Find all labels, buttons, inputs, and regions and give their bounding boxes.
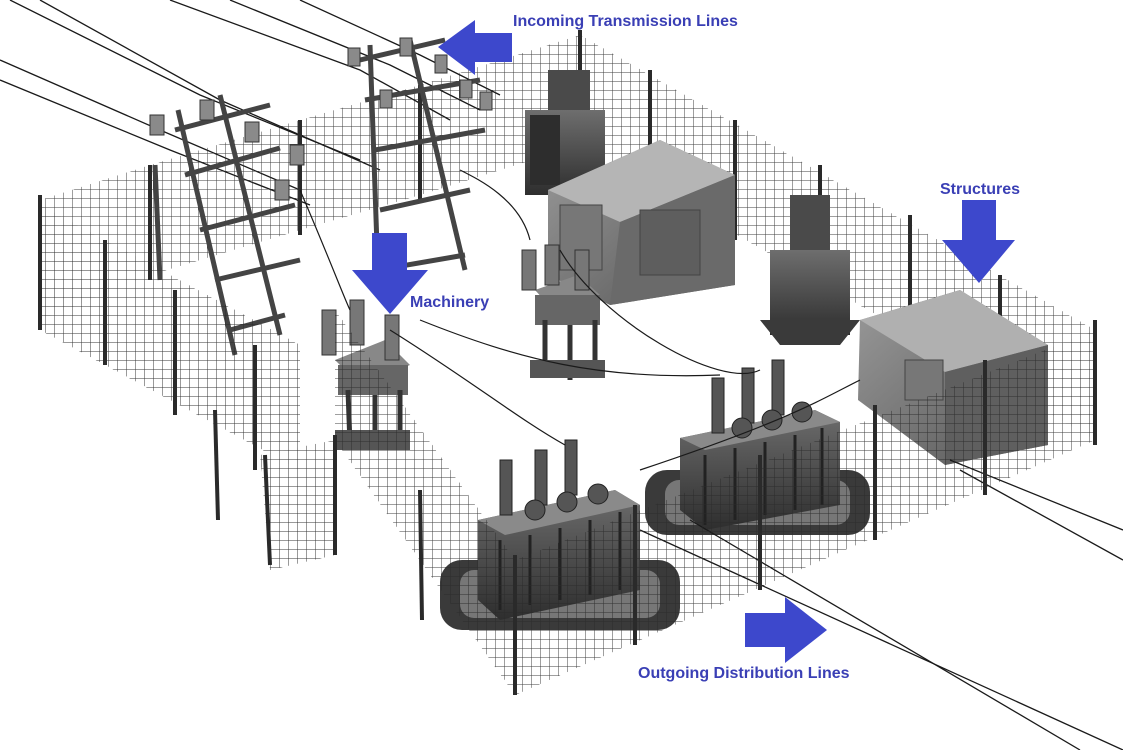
circuit-breaker-center — [521, 244, 605, 380]
transmission-tower-left — [152, 94, 301, 356]
outgoing-distribution-lines-label: Outgoing Distribution Lines — [638, 665, 850, 682]
structures-label: Structures — [940, 181, 1021, 198]
fence-front — [38, 195, 1097, 695]
right-transformer — [760, 195, 860, 345]
arrow-down-icon — [942, 200, 1015, 283]
machinery-label: Machinery — [410, 294, 490, 311]
enclosure-center — [548, 140, 735, 305]
incoming-transmission-lines-label: Incoming Transmission Lines — [513, 13, 738, 30]
transmission-tower-left-insulators — [149, 99, 305, 201]
arrow-down-icon — [352, 233, 428, 314]
internal-cables — [299, 169, 861, 471]
arrow-right-icon — [745, 597, 827, 663]
incoming-transmission-lines — [0, 0, 501, 206]
transmission-tower-right-insulators — [347, 37, 493, 111]
arrow-left-icon — [438, 20, 512, 75]
